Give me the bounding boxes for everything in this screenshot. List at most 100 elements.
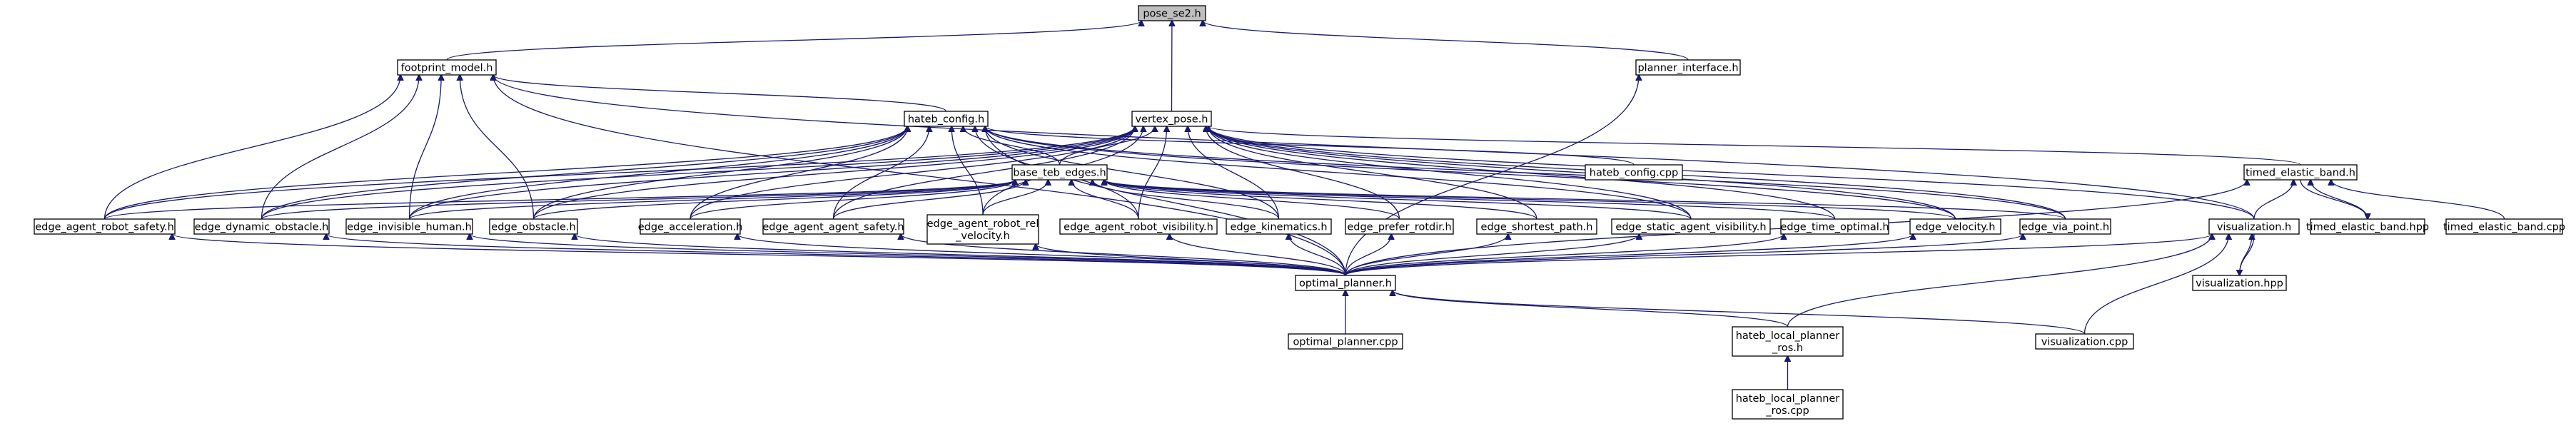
edge-edge_time_optimal-to-vertex_pose xyxy=(1208,126,1836,220)
edge-optimal_planner_h-to-edge_velocity xyxy=(1345,234,1913,276)
edge-edge_agent_robot_safety-to-hateb_config xyxy=(103,126,908,220)
node-edge-velocity[interactable]: edge_velocity.h xyxy=(1909,218,2001,235)
node-label: timed_elastic_band.cpp xyxy=(2443,222,2565,233)
node-label: edge_via_point.h xyxy=(2021,222,2109,233)
edge-edge_dynamic_obstacle-to-footprint_model xyxy=(261,75,420,220)
node-timed-elastic-band[interactable]: timed_elastic_band.h xyxy=(2243,164,2358,181)
edge-edge_kinematics-to-hateb_config xyxy=(985,126,1280,220)
edge-edge_agent_agent_safety-to-vertex_pose xyxy=(832,126,1136,220)
edge-optimal_planner_h-to-edge_static_agent_visibility xyxy=(1345,234,1639,276)
node-optimal-planner-cpp[interactable]: optimal_planner.cpp xyxy=(1288,333,1403,350)
node-box xyxy=(926,214,1039,245)
node-visualization-cpp[interactable]: visualization.cpp xyxy=(2035,333,2134,350)
edge-optimal_planner_h-to-planner_interface xyxy=(1345,75,1639,276)
edge-edge_invisible_human-to-base_teb_edges xyxy=(408,180,1016,220)
edge-edge_agent_robot_safety-to-footprint_model xyxy=(103,75,401,220)
node-label: edge_shortest_path.h xyxy=(1481,222,1593,233)
node-visualization-h[interactable]: visualization.h xyxy=(2208,218,2300,235)
node-timed-elastic-band-cpp[interactable]: timed_elastic_band.cpp xyxy=(2443,218,2565,235)
node-footprint-model[interactable]: footprint_model.h xyxy=(397,59,497,76)
node-edge-time-optimal[interactable]: edge_time_optimal.h xyxy=(1780,218,1889,235)
edge-edge_agent_robot_rel_velocity-to-hateb_config xyxy=(951,126,984,216)
node-box xyxy=(193,218,330,235)
node-timed-elastic-band-hpp[interactable]: timed_elastic_band.hpp xyxy=(2306,218,2429,235)
edge-planner_interface-to-pose_se2 xyxy=(1203,21,1689,61)
edge-timed_elastic_band-to-timed_elastic_band_hpp xyxy=(2300,179,2368,219)
node-box xyxy=(1288,333,1403,350)
node-label: edge_agent_robot_safety.h xyxy=(35,222,174,233)
edge-edge_acceleration-to-base_teb_edges xyxy=(690,180,1015,220)
node-edge-dynamic-obstacle[interactable]: edge_dynamic_obstacle.h xyxy=(193,218,330,235)
node-hateb-local-planner-ros-h[interactable]: hateb_local_planner_ros.h xyxy=(1732,326,1844,357)
node-edge-agent-robot-rel-velocity[interactable]: edge_agent_robot_rel_velocity.h xyxy=(926,214,1039,245)
edge-visualization_h-to-vertex_pose xyxy=(1208,126,2255,220)
node-edge-obstacle[interactable]: edge_obstacle.h xyxy=(489,218,578,235)
node-planner-interface[interactable]: planner_interface.h xyxy=(1635,59,1741,76)
edge-edge_static_agent_visibility-to-vertex_pose xyxy=(1208,126,1692,220)
node-edge-agent-robot-safety[interactable]: edge_agent_robot_safety.h xyxy=(34,218,176,235)
edge-edge_dynamic_obstacle-to-vertex_pose xyxy=(261,126,1136,220)
node-label: edge_prefer_rotdir.h xyxy=(1347,222,1451,233)
node-box xyxy=(904,111,989,127)
node-label: planner_interface.h xyxy=(1637,63,1738,74)
edge-optimal_planner_h-to-footprint_model xyxy=(493,75,1346,276)
node-box xyxy=(1611,218,1771,235)
node-label: edge_kinematics.h xyxy=(1230,222,1327,233)
node-vertex-pose[interactable]: vertex_pose.h xyxy=(1131,111,1212,127)
node-edge-invisible-human[interactable]: edge_invisible_human.h xyxy=(345,218,473,235)
node-label: timed_elastic_band.h xyxy=(2246,168,2355,179)
node-label: optimal_planner.cpp xyxy=(1293,337,1398,348)
edge-optimal_planner_h-to-edge_agent_robot_safety xyxy=(172,234,1346,276)
edge-optimal_planner_h-to-edge_invisible_human xyxy=(470,234,1346,276)
node-optimal-planner-h[interactable]: optimal_planner.h xyxy=(1295,275,1396,291)
node-hateb-local-planner-ros-cpp[interactable]: hateb_local_planner_ros.cpp xyxy=(1732,389,1844,420)
node-edge-shortest-path[interactable]: edge_shortest_path.h xyxy=(1476,218,1597,235)
node-label: edge_time_optimal.h xyxy=(1780,222,1889,233)
node-label: edge_acceleration.h xyxy=(638,222,743,233)
node-hateb-config[interactable]: hateb_config.h xyxy=(904,111,989,127)
node-pose-se2[interactable]: pose_se2.h xyxy=(1138,5,1206,21)
node-label: edge_agent_agent_safety.h xyxy=(762,222,904,233)
node-box xyxy=(762,218,904,235)
edge-edge_dynamic_obstacle-to-base_teb_edges xyxy=(261,180,1016,220)
node-box xyxy=(2310,218,2425,235)
edge-edge_agent_robot_visibility-to-base_teb_edges xyxy=(1071,180,1139,220)
node-visualization-hpp[interactable]: visualization.hpp xyxy=(2192,275,2287,291)
edge-hateb_local_planner_ros_h-to-optimal_planner_h xyxy=(1393,290,1789,328)
node-box xyxy=(345,218,473,235)
node-label: visualization.cpp xyxy=(2041,337,2128,348)
node-base-teb-edges[interactable]: base_teb_edges.h xyxy=(1011,164,1108,181)
edge-edge_agent_robot_safety-to-base_teb_edges xyxy=(103,180,1016,220)
edge-timed_elastic_band-to-vertex_pose xyxy=(1208,126,2301,166)
edge-visualization_hpp-to-visualization_h xyxy=(2238,234,2252,276)
edge-edge_agent_agent_safety-to-base_teb_edges xyxy=(832,180,1026,220)
node-edge-acceleration[interactable]: edge_acceleration.h xyxy=(638,218,743,235)
edge-edge_shortest_path-to-base_teb_edges xyxy=(1104,180,1537,220)
node-label: visualization.hpp xyxy=(2196,278,2283,290)
edge-edge_static_agent_visibility-to-base_teb_edges xyxy=(1104,180,1692,220)
node-box xyxy=(397,59,497,76)
edge-hateb_config-to-footprint_model xyxy=(493,75,947,112)
edge-hateb_config_cpp-to-hateb_config xyxy=(985,126,1635,166)
edge-edge_shortest_path-to-vertex_pose xyxy=(1208,126,1537,220)
node-label: hateb_config.cpp xyxy=(1590,168,1679,179)
node-edge-prefer-rotdir[interactable]: edge_prefer_rotdir.h xyxy=(1345,218,1454,235)
node-box xyxy=(1635,59,1741,76)
node-label: optimal_planner.h xyxy=(1299,278,1392,290)
node-box xyxy=(2192,275,2287,291)
edge-base_teb_edges-to-hateb_config xyxy=(963,126,1061,166)
edge-edge_kinematics-to-vertex_pose xyxy=(1188,126,1280,220)
node-edge-static-agent-visibility[interactable]: edge_static_agent_visibility.h xyxy=(1611,218,1771,235)
node-edge-via-point[interactable]: edge_via_point.h xyxy=(2019,218,2111,235)
node-edge-kinematics[interactable]: edge_kinematics.h xyxy=(1226,218,1332,235)
node-box xyxy=(640,218,741,235)
node-edge-agent-agent-safety[interactable]: edge_agent_agent_safety.h xyxy=(762,218,904,235)
node-edge-agent-robot-visibility[interactable]: edge_agent_robot_visibility.h xyxy=(1059,218,1218,235)
node-label: hateb_config.h xyxy=(908,114,984,126)
node-label: edge_invisible_human.h xyxy=(347,222,472,233)
node-hateb-config-cpp[interactable]: hateb_config.cpp xyxy=(1585,164,1683,181)
nodes-layer: pose_se2.h footprint_model.h planner_inter… xyxy=(34,5,2565,420)
node-label: edge_velocity.h xyxy=(1916,222,1996,233)
node-box xyxy=(489,218,578,235)
